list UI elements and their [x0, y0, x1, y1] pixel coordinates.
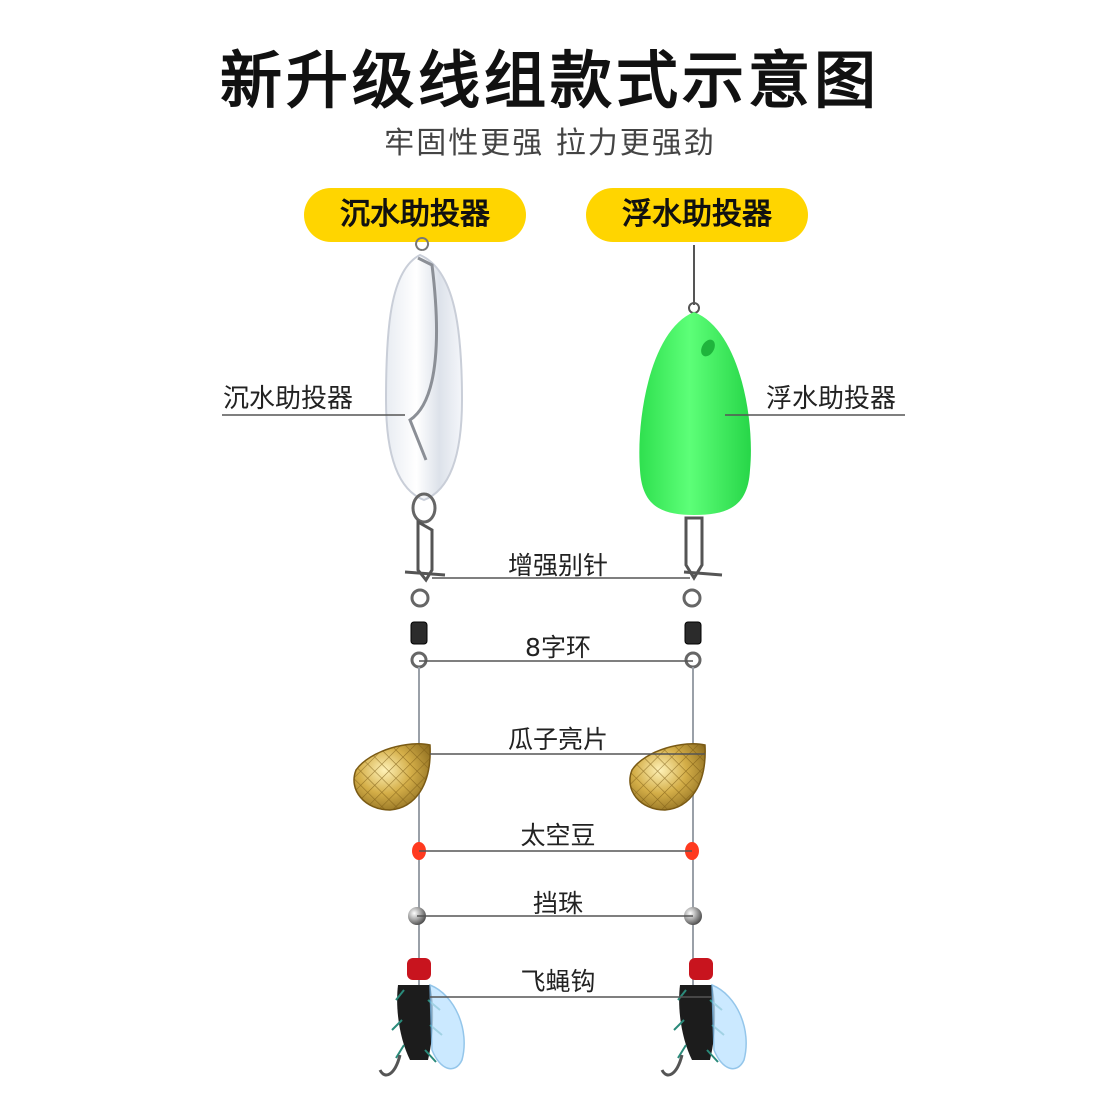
- floating-caster-body: [639, 312, 751, 515]
- right-fly-hook-icon: [660, 958, 747, 1077]
- floating-caster-label: 浮水助投器: [766, 384, 897, 414]
- right-snap-icon: [684, 516, 704, 581]
- right-swivel-icon: [684, 621, 702, 645]
- right-rig: [629, 245, 751, 1077]
- floating-caster-badge: 浮水助投器: [586, 188, 808, 242]
- component-label-spoon: 瓜子亮片: [507, 725, 608, 754]
- leader-lines: [222, 414, 905, 998]
- sinking-caster-badge: 沉水助投器: [304, 188, 526, 242]
- component-label-stop-bead: 挡珠: [532, 889, 583, 918]
- component-label-space-bean: 太空豆: [520, 821, 596, 850]
- page-title: 新升级线组款式示意图: [219, 44, 880, 117]
- sinking-caster-body: [384, 253, 464, 502]
- component-label-fly-hook: 飞蝇钩: [520, 967, 596, 996]
- component-label-swivel: 8字环: [525, 633, 591, 662]
- page-subtitle: 牢固性更强 拉力更强劲: [384, 126, 716, 161]
- left-swivel-icon: [410, 621, 428, 645]
- sinking-caster-label: 沉水助投器: [223, 384, 354, 414]
- component-label-snap: 增强别针: [507, 551, 608, 580]
- left-fly-hook-icon: [378, 958, 465, 1077]
